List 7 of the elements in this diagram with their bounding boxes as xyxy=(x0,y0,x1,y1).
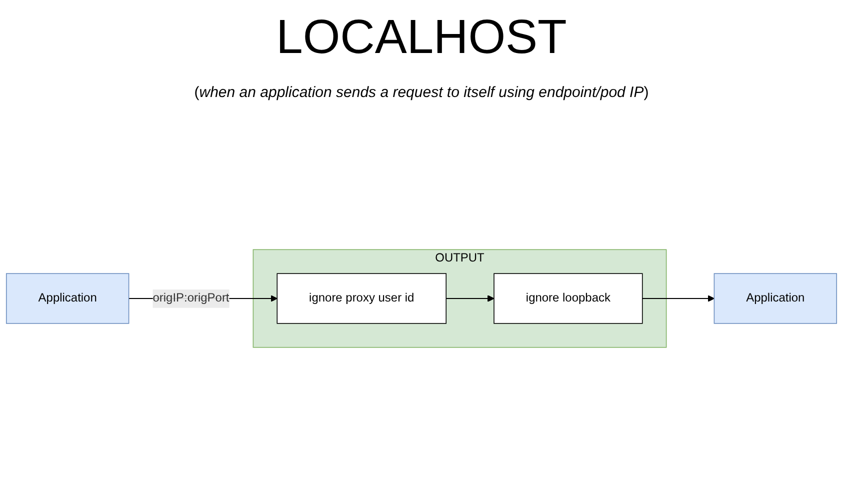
edge-label: origIP:origPort xyxy=(152,290,230,308)
process-box: Application xyxy=(714,273,838,324)
subtitle-note: (when an application sends a request to itself using endpoint/pod IP) xyxy=(194,84,649,101)
process-box: ignore proxy user id xyxy=(276,273,447,324)
diagram-title: LOCALHOST xyxy=(276,10,567,66)
process-box: Application xyxy=(6,273,130,324)
process-box: ignore loopback xyxy=(494,273,643,324)
